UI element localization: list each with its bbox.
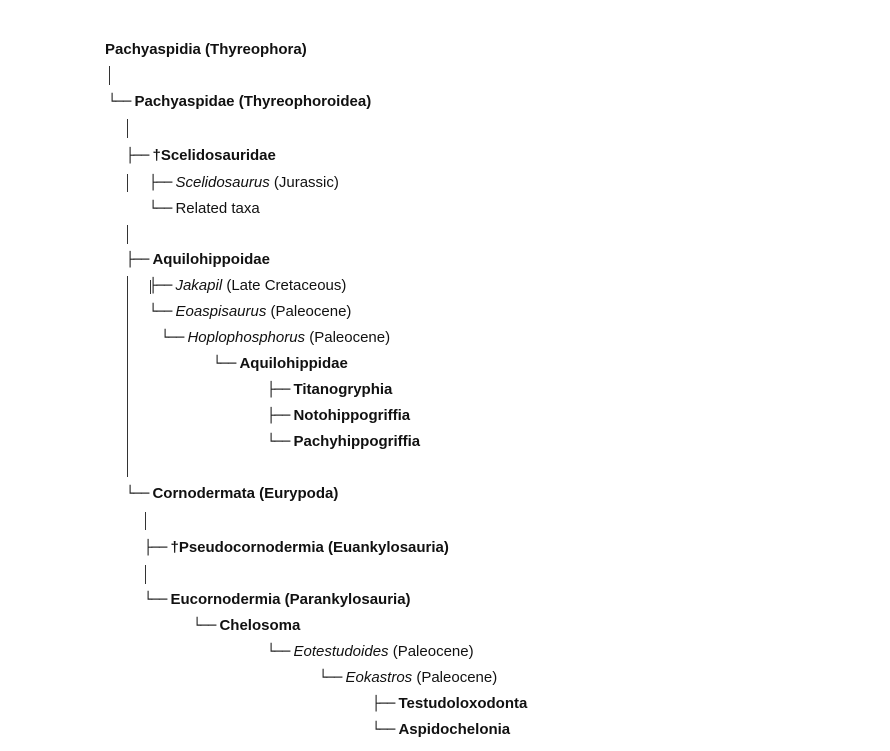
- tree-node: └── Eokastros (Paleocene): [319, 669, 497, 687]
- branch-connector: ├──: [372, 696, 395, 712]
- tree-node: └── Chelosoma: [193, 617, 300, 635]
- branch-stem: [127, 225, 128, 244]
- tree-node: └── Related taxa: [149, 200, 260, 218]
- branch-connector: └──: [193, 618, 216, 634]
- taxon-name: Hoplophosphorus: [187, 329, 306, 346]
- branch-connector: └──: [267, 434, 290, 450]
- branch-connector: └──: [213, 356, 236, 372]
- taxon-name: Testudoloxodonta: [398, 695, 528, 712]
- taxon-period: (Paleocene): [388, 643, 474, 660]
- tree-node: ├── Titanogryphia: [267, 381, 392, 399]
- branch-stem: [109, 66, 110, 85]
- branch-stem: [127, 276, 128, 477]
- tree-node: ├── †Scelidosauridae: [126, 147, 276, 165]
- taxon-name: Eotestudoides: [293, 643, 389, 660]
- tree-node: ├── Notohippogriffia: [267, 407, 410, 425]
- branch-stem: [127, 119, 128, 138]
- taxon-period: (Paleocene): [412, 669, 498, 686]
- tree-node: ├── †Pseudocornodermia (Euankylosauria): [144, 539, 449, 557]
- branch-connector: ├──: [267, 382, 290, 398]
- branch-connector: └──: [149, 201, 172, 217]
- taxon-name: Jakapil: [175, 277, 223, 294]
- taxon-name: Notohippogriffia: [293, 407, 411, 424]
- taxon-period: (Paleocene): [266, 303, 352, 320]
- branch-connector: ├──: [149, 175, 172, 191]
- taxon-period: (Paleocene): [305, 329, 391, 346]
- tree-node: └── Eucornodermia (Parankylosauria): [144, 591, 411, 609]
- branch-connector: ├──: [126, 252, 149, 268]
- taxon-name: Eoaspisaurus: [175, 303, 267, 320]
- branch-connector: ├──: [267, 408, 290, 424]
- branch-connector: ├──: [149, 278, 172, 294]
- taxon-name: Eucornodermia (Parankylosauria): [170, 591, 411, 608]
- taxon-name: Pachyhippogriffia: [293, 433, 421, 450]
- taxon-period: (Late Cretaceous): [222, 277, 347, 294]
- tree-node: Pachyaspidia (Thyreophora): [105, 41, 307, 59]
- branch-stem: [150, 280, 151, 294]
- tree-node: ├── Aquilohippoidae: [126, 251, 270, 269]
- branch-connector: └──: [108, 94, 131, 110]
- tree-node: └── Eotestudoides (Paleocene): [267, 643, 474, 661]
- taxon-name: Titanogryphia: [293, 381, 393, 398]
- extinct-dagger: †: [170, 539, 179, 556]
- taxon-name: Pachyaspidia (Thyreophora): [105, 41, 307, 58]
- taxon-period: (Jurassic): [269, 174, 339, 191]
- taxon-name: Aquilohippidae: [239, 355, 348, 372]
- taxon-name: Scelidosaurus: [175, 174, 270, 191]
- taxon-name: Pachyaspidae (Thyreophoroidea): [134, 93, 372, 110]
- branch-connector: ├──: [126, 148, 149, 164]
- taxon-name: Chelosoma: [219, 617, 301, 634]
- tree-node: └── Aquilohippidae: [213, 355, 348, 373]
- branch-connector: └──: [144, 592, 167, 608]
- tree-node: ├── Jakapil (Late Cretaceous): [149, 277, 346, 295]
- tree-node: └── Cornodermata (Eurypoda): [126, 485, 338, 503]
- tree-node: └── Pachyhippogriffia: [267, 433, 420, 451]
- taxon-name: Scelidosauridae: [160, 147, 276, 164]
- taxon-name: Eokastros: [345, 669, 413, 686]
- branch-connector: └──: [372, 722, 395, 738]
- branch-stem: [127, 174, 128, 192]
- tree-node: └── Aspidochelonia: [372, 721, 510, 739]
- branch-connector: └──: [319, 670, 342, 686]
- tree-node: ├── Testudoloxodonta: [372, 695, 527, 713]
- tree-node: └── Hoplophosphorus (Paleocene): [161, 329, 390, 347]
- taxon-name: Related taxa: [175, 200, 260, 217]
- tree-node: └── Eoaspisaurus (Paleocene): [149, 303, 351, 321]
- branch-connector: └──: [267, 644, 290, 660]
- branch-connector: └──: [149, 304, 172, 320]
- branch-connector: └──: [161, 330, 184, 346]
- tree-node: └── Pachyaspidae (Thyreophoroidea): [108, 93, 371, 111]
- taxon-name: Aquilohippoidae: [152, 251, 270, 268]
- tree-node: ├── Scelidosaurus (Jurassic): [149, 174, 339, 192]
- branch-stem: [145, 512, 146, 530]
- taxon-name: Aspidochelonia: [398, 721, 511, 738]
- branch-connector: ├──: [144, 540, 167, 556]
- taxon-name: Pseudocornodermia (Euankylosauria): [178, 539, 449, 556]
- branch-connector: └──: [126, 486, 149, 502]
- branch-stem: [145, 565, 146, 584]
- taxon-name: Cornodermata (Eurypoda): [152, 485, 339, 502]
- extinct-dagger: †: [152, 147, 161, 164]
